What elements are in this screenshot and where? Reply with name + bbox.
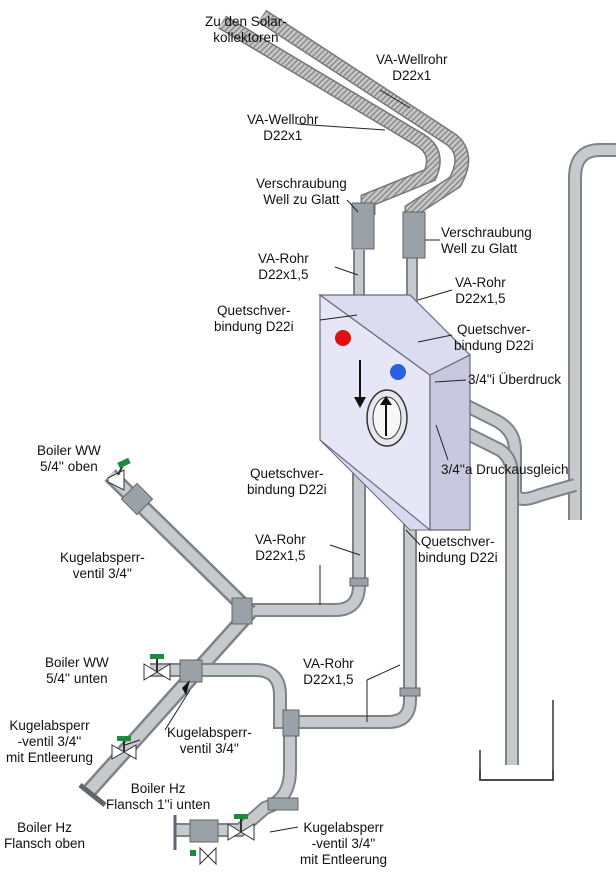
label-varohr-top-right: VA-Rohr D22x1,5	[455, 275, 506, 306]
ball-valve-icon	[107, 457, 131, 491]
label-druckausgleich: 3/4''a Druckausgleich	[441, 462, 569, 477]
small-arrow-icon	[182, 680, 190, 695]
screw-fitting-left	[351, 202, 375, 250]
tank-outline	[479, 770, 554, 781]
screw-fitting-right	[402, 211, 426, 259]
label-varohr-mid: VA-Rohr D22x1,5	[255, 532, 306, 563]
label-wellrohr-left: VA-Wellrohr D22x1	[247, 112, 319, 143]
label-boiler-hz-unten: Boiler Hz Flansch 1''i unten	[106, 781, 211, 812]
label-kugel-top: Kugelabsperr- ventil 3/4''	[60, 550, 145, 581]
label-boiler-ww-unten: Boiler WW 5/4'' unten	[45, 655, 109, 686]
drain-valve-icon	[190, 846, 217, 866]
label-kugel-entleerung-right: Kugelabsperr -ventil 3/4'' mit Entleerun…	[300, 820, 388, 867]
label-wellrohr-right: VA-Wellrohr D22x1	[376, 52, 448, 83]
label-verschraubung-left: Verschraubung Well zu Glatt	[256, 176, 347, 207]
ball-valve-entleerung-right-icon	[227, 814, 255, 841]
label-ueberdruck: 3/4''i Überdruck	[468, 372, 561, 387]
flange-oben	[78, 783, 107, 807]
corrugated-pipes	[218, 9, 470, 220]
pump-icon	[366, 389, 408, 447]
label-solar: Zu den Solar- kollektoren	[205, 14, 287, 45]
label-varohr-top-left: VA-Rohr D22x1,5	[258, 251, 309, 282]
right-riser-pipe	[568, 143, 616, 520]
label-quetsch-top-left: Quetschver- bindung D22i	[214, 303, 294, 334]
flow-arrow-down-icon	[354, 360, 366, 408]
label-boiler-hz-oben: Boiler Hz Flansch oben	[4, 820, 86, 851]
label-boiler-ww-oben: Boiler WW 5/4'' oben	[37, 443, 101, 474]
label-kugel-entleerung-left: Kugelabsperr -ventil 3/4'' mit Entleerun…	[6, 718, 94, 765]
leader-lines	[124, 89, 467, 833]
station-pipes	[84, 250, 577, 837]
ball-valve-entleerung-left-icon	[111, 736, 137, 760]
red-dot-hot-icon	[335, 330, 351, 346]
label-varohr-low: VA-Rohr D22x1,5	[303, 656, 354, 687]
label-verschraubung-right: Verschraubung Well zu Glatt	[441, 225, 532, 256]
label-kugel-mid: Kugelabsperr- ventil 3/4''	[167, 725, 252, 756]
label-quetsch-mid-left: Quetschver- bindung D22i	[247, 466, 327, 497]
fittings	[120, 202, 426, 843]
label-quetsch-top-right: Quetschver- bindung D22i	[454, 322, 534, 353]
ball-valve-ww-unten-icon	[143, 654, 171, 681]
label-quetsch-mid-right: Quetschver- bindung D22i	[418, 534, 498, 565]
blue-dot-cold-icon	[390, 364, 406, 380]
